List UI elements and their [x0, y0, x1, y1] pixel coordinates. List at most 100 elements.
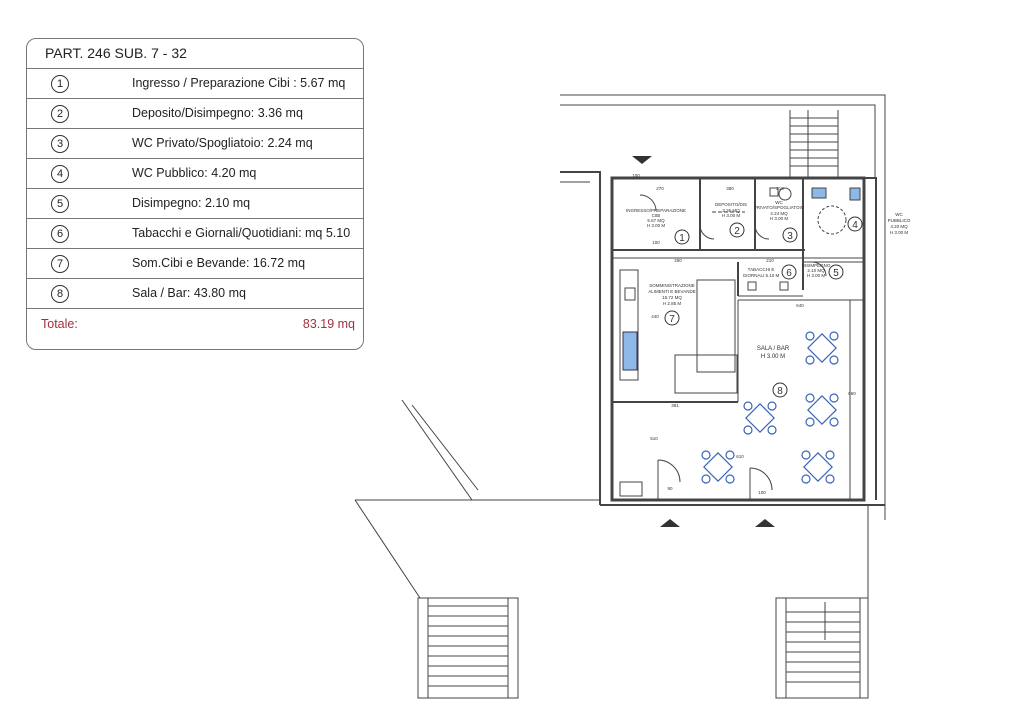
- outer-wall: [560, 171, 601, 505]
- dimension-label: 380: [726, 186, 734, 191]
- room-number-badge: 7: [51, 255, 69, 273]
- door: [811, 261, 827, 277]
- dimension-label: 270: [656, 186, 664, 191]
- wc-fixture: [778, 187, 792, 201]
- room-label: CIBI: [652, 213, 661, 218]
- room-label: ALIMENTI E BEVANDE: [648, 289, 695, 294]
- sink: [624, 287, 636, 301]
- appliance: [622, 331, 638, 371]
- outer-wall: [560, 104, 876, 178]
- legend-row: 2 Deposito/Disimpegno: 3.36 mq: [27, 99, 363, 129]
- total-value: 83.19 mq: [302, 317, 355, 331]
- room-number-badge: 2: [51, 105, 69, 123]
- dimension-label: 510: [650, 436, 658, 441]
- room-number-badge: 6: [51, 225, 69, 243]
- room-description: Tabacchi e Giornali/Quotidiani: mq 5.10: [132, 226, 351, 240]
- room-label: TABACCHI E: [748, 267, 775, 272]
- room-label: 16.72 MQ: [662, 295, 682, 300]
- room-label: 2.10 MQ: [807, 268, 825, 273]
- table-group: [701, 331, 839, 484]
- legend-row: 4 WC Pubblico: 4.20 mq: [27, 159, 363, 189]
- dimension-label: 100: [758, 490, 766, 495]
- room-label: 4.20 MQ: [890, 224, 908, 229]
- dimension-label: 100: [632, 173, 640, 178]
- lower-right-staircase: [775, 597, 869, 699]
- sink-fixture: [811, 187, 827, 199]
- room-label: DEPOSITO/DIS: [715, 202, 747, 207]
- room-label: 5.67 MQ: [647, 218, 665, 223]
- unit-outline: [610, 176, 866, 502]
- room-number: 4: [852, 220, 858, 231]
- room-description: Som.Cibi e Bevande: 16.72 mq: [132, 256, 306, 270]
- dimension-label: 440: [651, 314, 659, 319]
- entrance-arrow-icon: [632, 156, 652, 164]
- room-label: 3.36 MQ: [722, 208, 740, 213]
- bar-counter: [696, 279, 736, 373]
- display-stand: [779, 281, 789, 291]
- room-label: H 3.00 M: [647, 223, 666, 228]
- entrance-arrow-icon: [660, 519, 680, 527]
- entrance-arrow-icon: [755, 519, 775, 527]
- room-label: INGRESSO/PREPARAZIONE: [626, 208, 686, 213]
- legend-row: 5 Disimpegno: 2.10 mq: [27, 189, 363, 219]
- dimension-label: 660: [848, 391, 856, 396]
- legend-row: 3 WC Privato/Spogliatoio: 2.24 mq: [27, 129, 363, 159]
- room-description: Disimpegno: 2.10 mq: [132, 196, 251, 210]
- exterior-wall: [354, 499, 421, 599]
- room-description: WC Privato/Spogliatoio: 2.24 mq: [132, 136, 313, 150]
- room-label: WC: [775, 200, 783, 205]
- room-label: SALA / BAR: [757, 346, 790, 352]
- room-label: 2.24 MQ: [770, 211, 788, 216]
- door: [749, 467, 773, 491]
- seat: [619, 481, 643, 497]
- room-label: H 2.85 M: [663, 301, 682, 306]
- dimension-label: 210: [776, 186, 784, 191]
- total-label: Totale:: [41, 317, 78, 331]
- dimension-label: 90: [667, 486, 673, 491]
- door: [754, 224, 770, 240]
- room-description: Deposito/Disimpegno: 3.36 mq: [132, 106, 303, 120]
- room-number-badge: 5: [51, 195, 69, 213]
- room-label: H 3.00 M: [890, 230, 909, 235]
- lower-left-staircase: [417, 597, 519, 699]
- room-number-badge: 3: [51, 135, 69, 153]
- room-label: H 3.00 M: [807, 273, 826, 278]
- room-label: H 3.00 M: [761, 354, 785, 360]
- wc-fixture: [817, 205, 847, 235]
- door: [699, 224, 715, 240]
- legend-row: 6 Tabacchi e Giornali/Quotidiani: mq 5.1…: [27, 219, 363, 249]
- room-number: 7: [669, 314, 675, 325]
- washbasin: [769, 187, 779, 197]
- sink-fixture: [849, 187, 861, 201]
- room-number: 5: [833, 268, 839, 279]
- room-number-badge: 8: [51, 285, 69, 303]
- room-label: PRIVATO/SPOGLIATOIO: [754, 205, 805, 210]
- room-label: DISIMPEGNO: [802, 263, 831, 268]
- room-label: H 3.00 M: [722, 213, 741, 218]
- room-description: Sala / Bar: 43.80 mq: [132, 286, 246, 300]
- room-number: 6: [786, 268, 792, 279]
- exterior-wall: [401, 399, 590, 501]
- room-label: GIORNALI 5.10 M: [743, 273, 780, 278]
- outer-wall: [560, 94, 886, 520]
- door: [639, 194, 657, 212]
- room-number-badge: 1: [51, 75, 69, 93]
- room-description: Ingresso / Preparazione Cibi : 5.67 mq: [132, 76, 346, 90]
- legend-row: 7 Som.Cibi e Bevande: 16.72 mq: [27, 249, 363, 279]
- display-stand: [747, 281, 757, 291]
- room-label: SOMMINISTRAZIONE: [649, 283, 695, 288]
- room-label: PUBBLICO: [888, 218, 911, 223]
- room-description: WC Pubblico: 4.20 mq: [132, 166, 257, 180]
- legend-row: 8 Sala / Bar: 43.80 mq: [27, 279, 363, 309]
- room-number: 3: [787, 231, 793, 242]
- legend-table: PART. 246 SUB. 7 - 32 1 Ingresso / Prepa…: [26, 38, 364, 350]
- room-label: WC: [895, 212, 903, 217]
- room-number: 8: [777, 386, 783, 397]
- room-label: H 3.00 M: [770, 216, 789, 221]
- dimension-label: 381: [671, 403, 679, 408]
- dimension-label: 210: [766, 258, 774, 263]
- total-row: Totale: 83.19 mq: [27, 309, 363, 339]
- kitchen-counter: [619, 269, 639, 381]
- exterior-wall: [411, 404, 479, 491]
